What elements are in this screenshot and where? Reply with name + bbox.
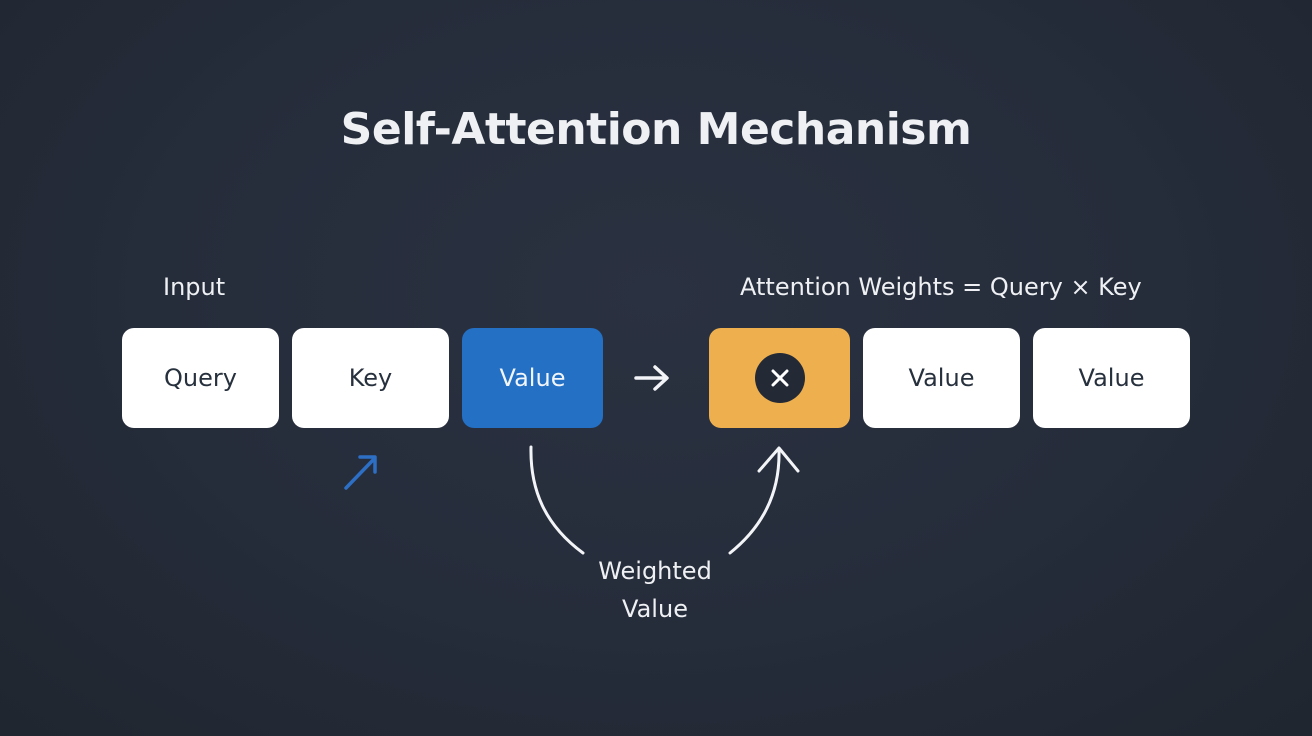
curved-connector-right — [728, 446, 800, 555]
value-output-box: Value — [1033, 328, 1190, 428]
arrow-right-icon — [634, 365, 669, 391]
value-output-box-label: Value — [908, 364, 975, 392]
key-box: Key — [292, 328, 449, 428]
query-box: Query — [122, 328, 279, 428]
weighted-value-label: Weighted Value — [555, 552, 755, 628]
value-output-box: Value — [863, 328, 1020, 428]
diagram-title: Self-Attention Mechanism — [340, 104, 972, 155]
query-box-label: Query — [164, 364, 237, 392]
key-box-label: Key — [348, 364, 393, 392]
weighted-value-line1: Weighted — [598, 557, 712, 585]
value-input-box-label: Value — [499, 364, 566, 392]
multiply-box — [709, 328, 850, 428]
value-output-box-label: Value — [1078, 364, 1145, 392]
curved-connector-left — [529, 445, 585, 555]
arrow-up-right-icon — [344, 455, 377, 490]
attention-formula-label: Attention Weights = Query × Key — [740, 273, 1142, 301]
weighted-value-line2: Value — [622, 595, 688, 623]
multiply-icon — [754, 353, 805, 403]
value-input-box: Value — [462, 328, 603, 428]
input-label: Input — [163, 273, 226, 301]
